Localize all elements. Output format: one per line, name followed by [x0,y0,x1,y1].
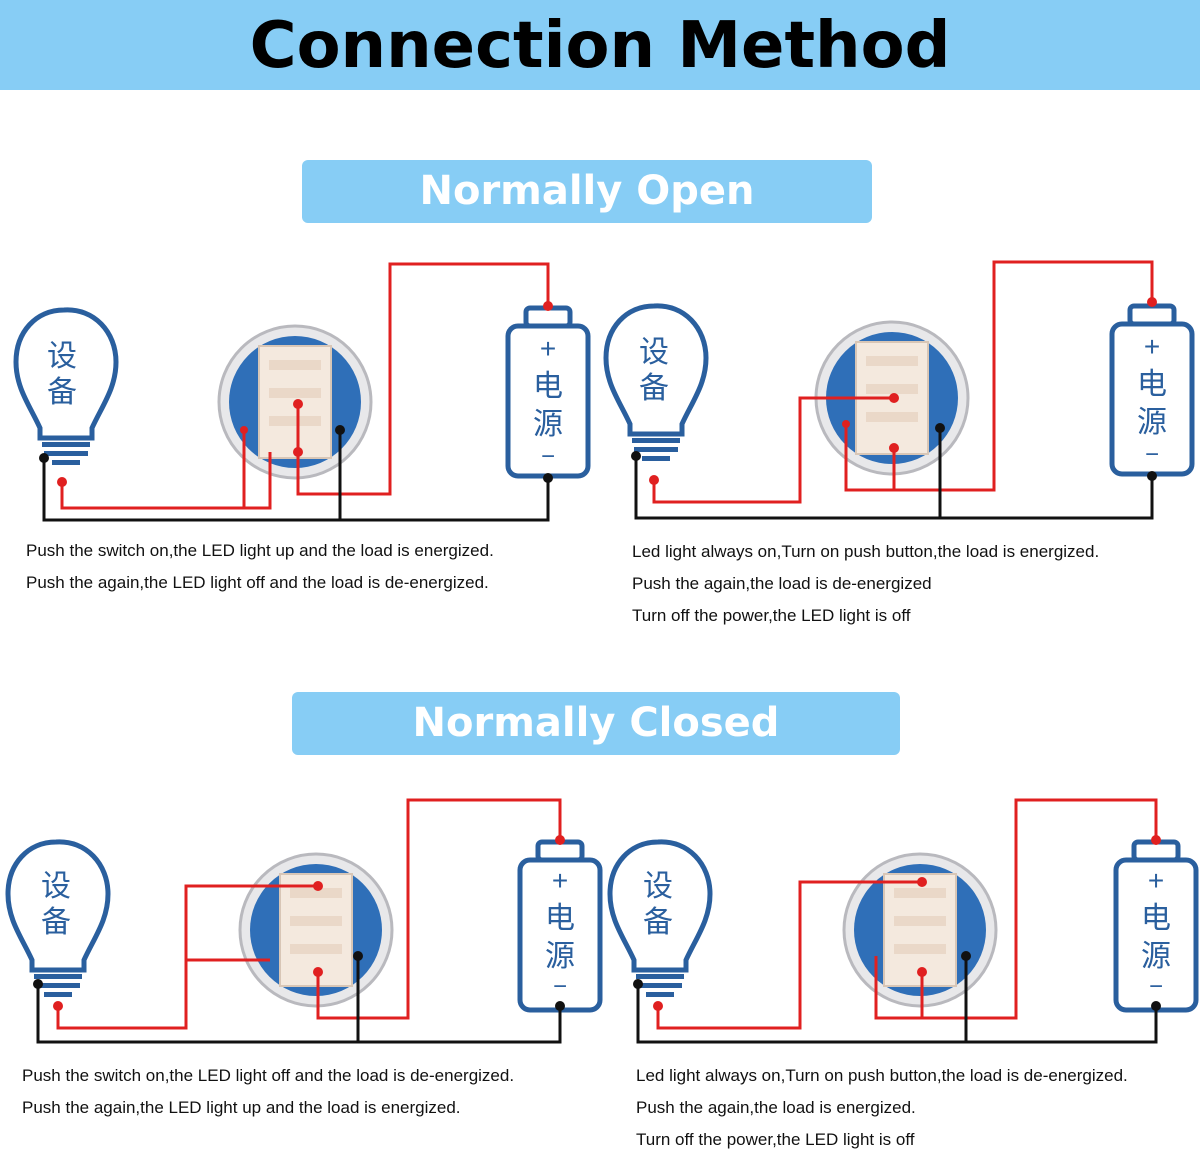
wire-positive [316,798,562,1020]
battery-plus-label: + [1144,331,1160,362]
battery-minus-label: − [553,973,567,1000]
wire-positive [920,798,1158,1020]
bulb-label-2: 备 [47,375,77,410]
wire-negative [36,984,562,1044]
battery-label-2: 源 [1141,939,1171,974]
caption-normally-open-left: Push the switch on,the LED light up and … [26,535,494,599]
wire-load [56,884,318,1030]
bulb-label-2: 备 [41,905,71,940]
caption-line: Turn off the power,the LED light is off [636,1130,915,1149]
battery-label-2: 源 [545,939,575,974]
battery-minus-label: − [541,443,555,470]
battery-label-1: 电 [1141,901,1171,936]
caption-line: Push the switch on,the LED light up and … [26,541,494,560]
battery-label-2: 源 [1137,405,1167,440]
wire-negative [634,456,1154,520]
diagram-nc-switched-led: 设 备 + 电 源 − [8,798,600,1044]
wire-negative [42,458,550,522]
wire-load [656,880,922,1030]
battery-plus-label: + [540,333,556,364]
push-switch-icon [238,852,394,1008]
diagram-no-led-always-on: 设 备 + 电 源 − [606,260,1192,520]
battery-minus-label: − [1149,973,1163,1000]
caption-normally-open-right: Led light always on,Turn on push button,… [632,536,1099,632]
bulb-label-1: 设 [47,339,77,374]
battery-plus-label: + [1148,865,1164,896]
wire-load [60,452,272,510]
caption-line: Turn off the power,the LED light is off [632,606,911,625]
caption-line: Push the again,the load is de-energized [632,574,932,593]
battery-label-2: 源 [533,407,563,442]
title-banner [0,0,1200,90]
bulb-label-1: 设 [643,869,673,904]
bulb-label-2: 备 [639,371,669,406]
battery-minus-label: − [1145,441,1159,468]
bulb-label-1: 设 [41,869,71,904]
wire-positive [844,260,1154,492]
diagram-nc-led-always-on: 设 备 + 电 源 − [610,798,1196,1044]
caption-line: Push the again,the load is energized. [636,1098,916,1117]
battery-label-1: 电 [533,369,563,404]
caption-line: Push the again,the LED light up and the … [22,1098,461,1117]
battery-label-1: 电 [1137,367,1167,402]
caption-line: Push the switch on,the LED light off and… [22,1066,515,1085]
bulb-label-2: 备 [643,905,673,940]
diagram-no-switched-led: 设 备 + 电 源 − [16,262,588,522]
wire-negative [636,984,1158,1044]
wire-led [874,956,922,1020]
caption-line: Led light always on,Turn on push button,… [632,542,1100,561]
battery-plus-label: + [552,865,568,896]
caption-line: Led light always on,Turn on push button,… [636,1066,1128,1085]
push-switch-icon [842,852,998,1008]
caption-line: Push the again,the LED light off and the… [26,573,489,592]
page-title: Connection Method [249,9,951,83]
wire-positive [296,262,550,496]
section-label-normally-open: Normally Open Connection [302,160,872,277]
caption-normally-closed-right: Led light always on,Turn on push button,… [636,1060,1128,1156]
wire-load [652,396,894,504]
bulb-label-1: 设 [639,335,669,370]
caption-normally-closed-left: Push the switch on,the LED light off and… [22,1060,514,1124]
battery-label-1: 电 [545,901,575,936]
